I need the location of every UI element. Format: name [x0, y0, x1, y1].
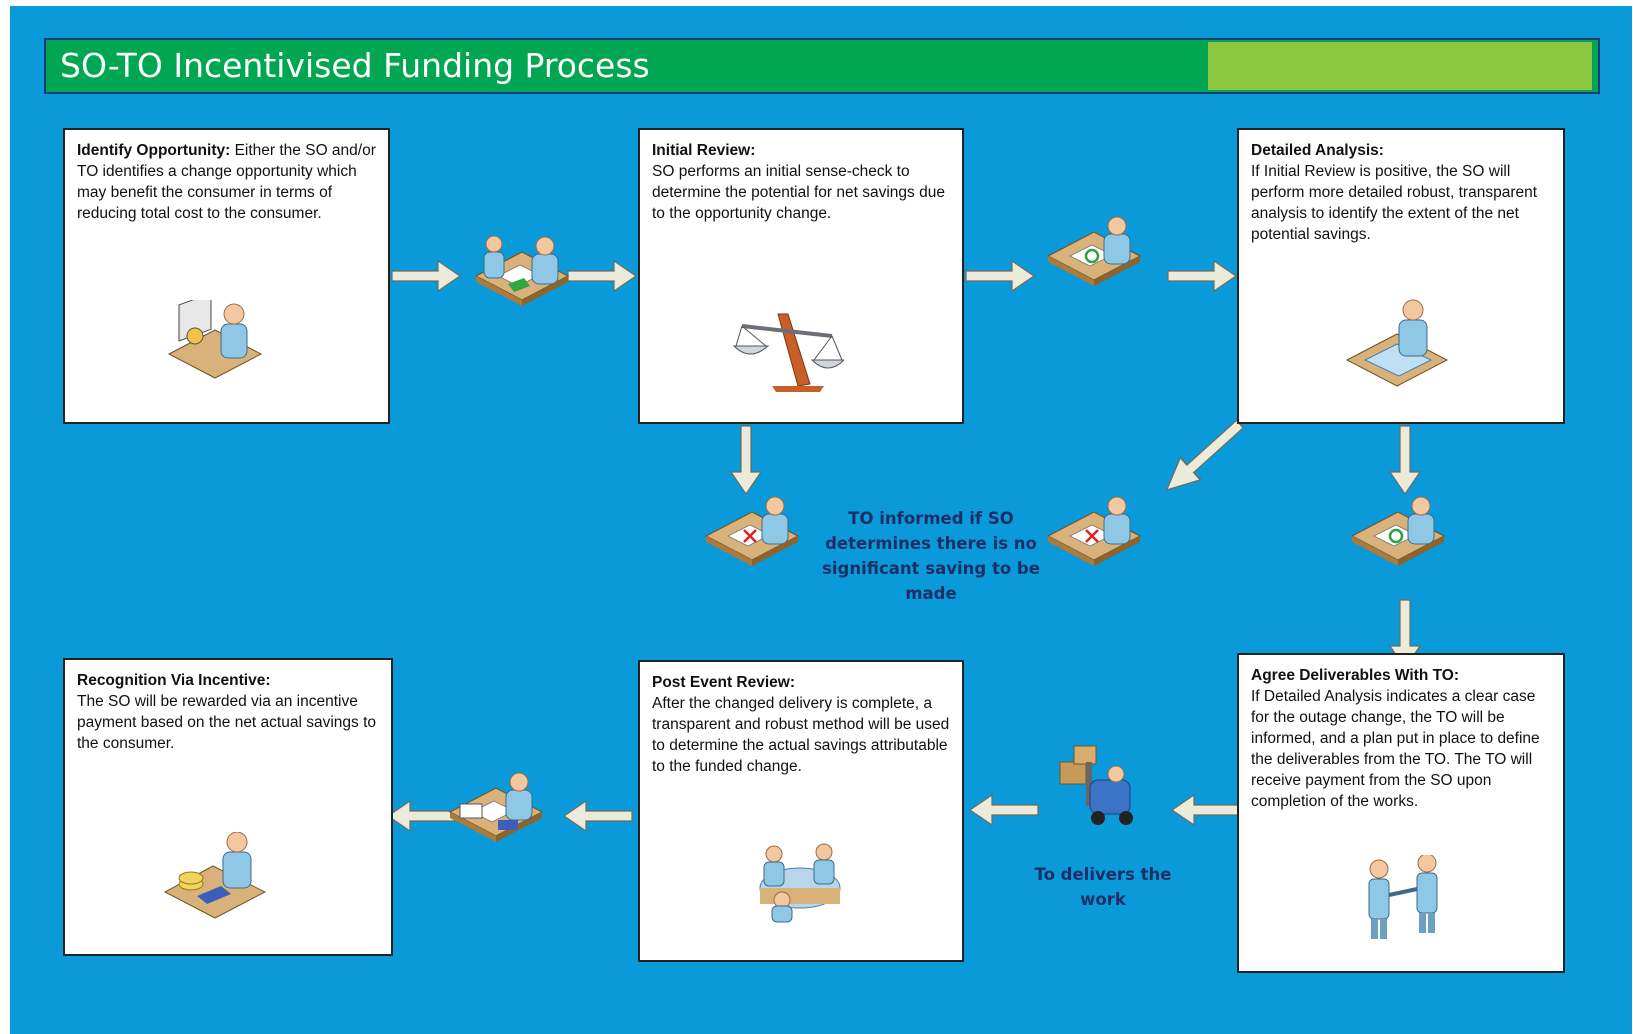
step-agree-deliverables: Agree Deliverables With TO: If Detailed … — [1237, 653, 1565, 973]
step-heading: Agree Deliverables With TO: — [1251, 667, 1460, 684]
step-body: After the changed delivery is complete, … — [652, 695, 950, 775]
person-with-blueprint-icon — [1345, 299, 1449, 387]
step-heading: Detailed Analysis: — [1251, 142, 1384, 159]
step-initial-review: Initial Review: SO performs an initial s… — [638, 128, 964, 424]
title-bar: SO-TO Incentivised Funding Process — [44, 38, 1600, 94]
note-to-informed: TO informed if SO determines there is no… — [822, 509, 1040, 603]
note-to-delivers: To delivers the work — [1034, 865, 1172, 909]
step-heading: Post Event Review: — [652, 674, 795, 691]
step-heading: Initial Review: — [652, 142, 756, 159]
title-accent — [1208, 42, 1592, 90]
person-with-money-icon — [163, 832, 267, 919]
scales-icon — [732, 313, 844, 392]
step-heading: Identify Opportunity: — [77, 142, 231, 159]
step-post-event-review: Post Event Review: After the changed del… — [638, 660, 964, 962]
step-heading: Recognition Via Incentive: — [77, 672, 271, 689]
step-body: SO performs an initial sense-check to de… — [652, 163, 945, 222]
step-identify-opportunity: Identify Opportunity: Either the SO and/… — [63, 128, 390, 424]
step-recognition-via-incentive: Recognition Via Incentive: The SO will b… — [63, 658, 393, 956]
person-at-computer-icon — [167, 300, 263, 379]
step-body: If Detailed Analysis indicates a clear c… — [1251, 688, 1540, 810]
step-body: The SO will be rewarded via an incentive… — [77, 693, 377, 752]
step-body: If Initial Review is positive, the SO wi… — [1251, 163, 1538, 243]
handshake-icon — [1368, 855, 1438, 939]
page-title: SO-TO Incentivised Funding Process — [60, 46, 650, 85]
step-body: Either the SO and/or TO identifies a cha… — [77, 142, 376, 222]
meeting-table-icon — [759, 843, 841, 923]
step-detailed-analysis: Detailed Analysis: If Initial Review is … — [1237, 128, 1565, 424]
